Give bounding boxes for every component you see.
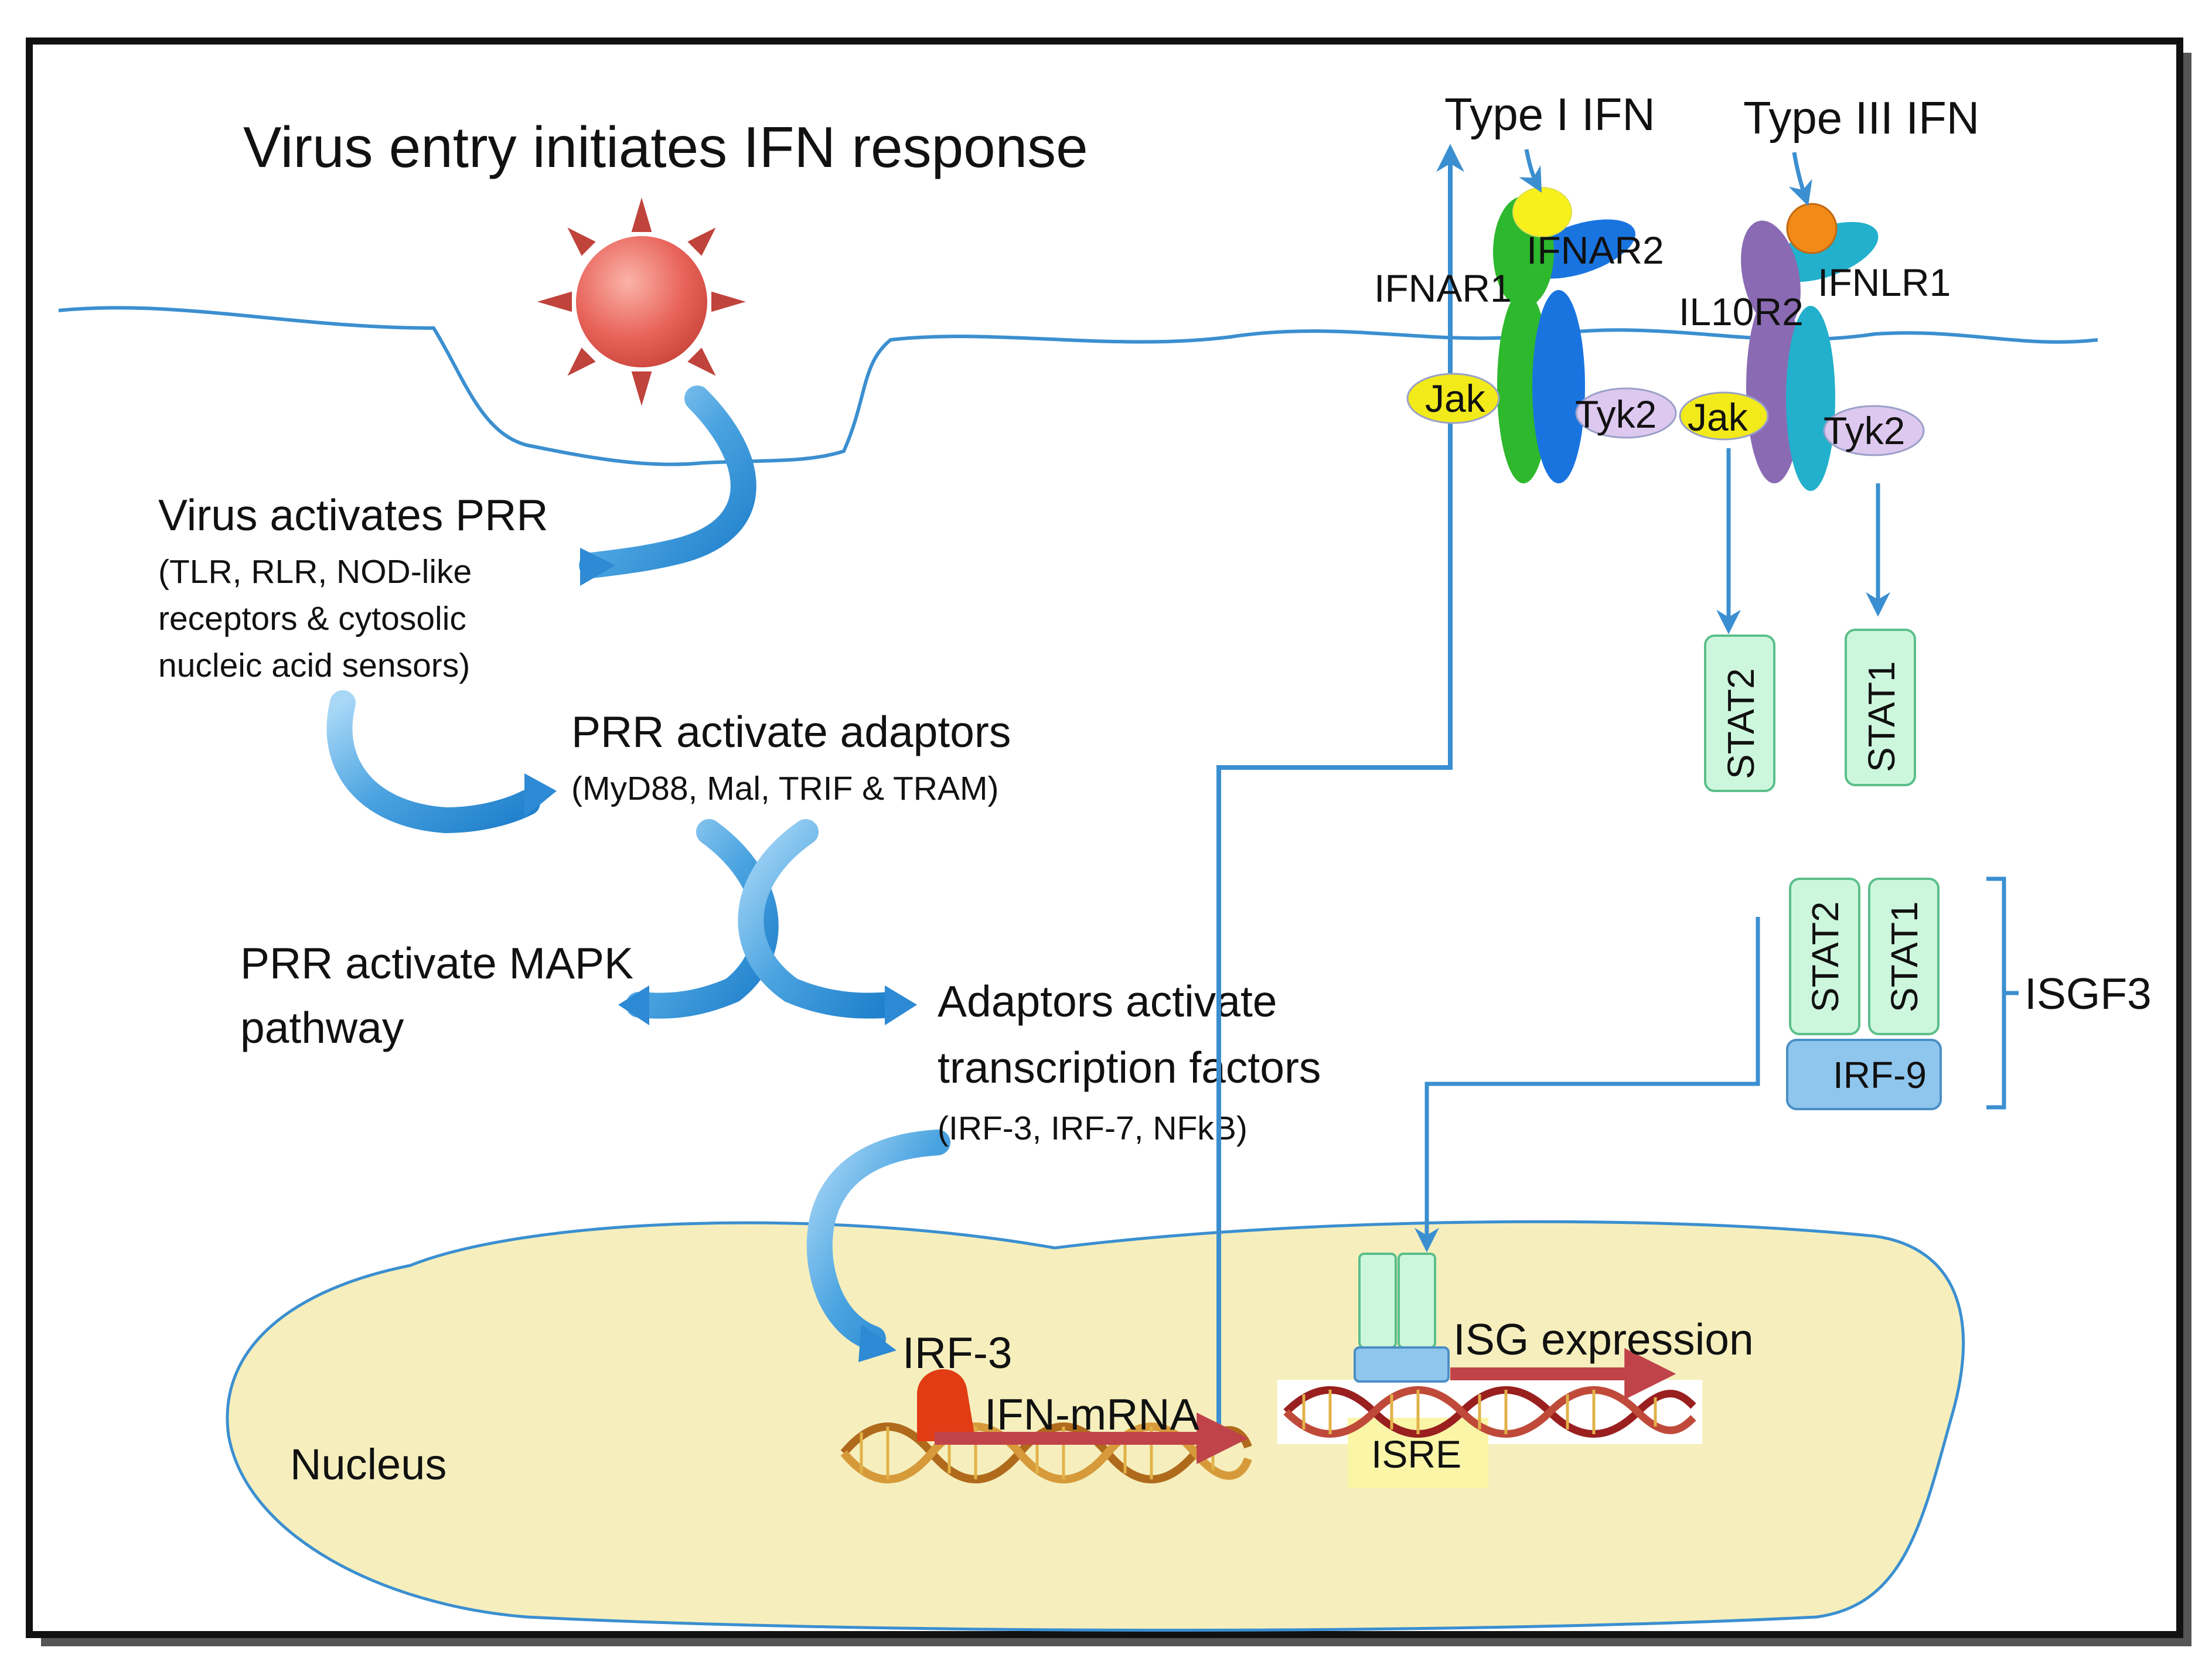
mapk-line2: pathway: [240, 1003, 404, 1052]
isgf3-stat2-box: [1789, 878, 1860, 1035]
type3-ifn-label: Type III IFN: [1743, 92, 1979, 144]
step2-title: PRR activate adaptors: [571, 707, 1011, 756]
stat2-free-box: [1704, 634, 1775, 792]
adaptors-line1: Adaptors activate: [938, 977, 1277, 1026]
step1-title: Virus activates PRR: [158, 490, 548, 540]
diagram-title: Virus entry initiates IFN response: [243, 115, 1088, 179]
ifnlr1-body: [1786, 306, 1835, 491]
isgf3-to-isre-arrow: [1415, 917, 1760, 1253]
flow-arrow-adaptors-to-tf: [738, 819, 917, 1025]
flow-arrow-tf-to-nucleus: [806, 1130, 950, 1362]
adaptors-note: (IRF-3, IRF-7, NFkB): [938, 1110, 1248, 1147]
step1-note-line1: (TLR, RLR, NOD-like: [158, 553, 472, 591]
type1-ligand-arrow: [1519, 149, 1542, 193]
il10r2-label: IL10R2: [1679, 290, 1804, 333]
ifnar2-body: [1532, 290, 1585, 483]
flow-arrow-adaptors-to-mapk: [618, 819, 779, 1025]
type3-ifn-ligand: [1786, 203, 1838, 254]
ifnar2-label: IFNAR2: [1526, 228, 1664, 272]
flow-arrow-virus-to-prr: [579, 386, 756, 586]
isgf3-irf9-label: IRF-9: [1833, 1054, 1927, 1096]
dna-helix-isg: [1283, 1386, 1696, 1438]
ifnlr1-label: IFNLR1: [1818, 261, 1951, 304]
tyk2-left-label: Tyk2: [1575, 393, 1657, 436]
cell-membrane: [58, 306, 2098, 466]
bound-irf9: [1354, 1346, 1450, 1383]
isgf3-stat2-label: STAT2: [1804, 901, 1846, 1012]
type1-ifn-label: Type I IFN: [1444, 88, 1655, 140]
virus-body: [572, 233, 711, 371]
step1-note-line3: nucleic acid sensors): [158, 647, 470, 684]
tyk2-right-label: Tyk2: [1824, 409, 1905, 452]
isre-label: ISRE: [1371, 1432, 1461, 1476]
bound-stat2: [1358, 1253, 1397, 1349]
stat1-free-label: STAT1: [1860, 661, 1903, 772]
isgf3-bracket: [1986, 876, 2019, 1110]
virus-particle: [529, 189, 755, 415]
jak-right-label: Jak: [1688, 395, 1749, 439]
isgf3-irf9-box: [1786, 1039, 1942, 1110]
ifnar1-label: IFNAR1: [1374, 267, 1512, 310]
ifn-secretion-path: [1216, 144, 1464, 1430]
flow-arrow-prr-to-adaptors: [326, 690, 557, 834]
jak-right: [1679, 391, 1769, 441]
type3-ligand-arrow: [1788, 152, 1812, 206]
ifn-mrna-label: IFN-mRNA: [984, 1390, 1199, 1439]
type1-receptor-complex: [1406, 187, 1677, 483]
stat1-free-box: [1845, 629, 1916, 786]
isgf3-bound: [1354, 1253, 1450, 1383]
tyk2-right: [1823, 405, 1925, 456]
mapk-line1: PRR activate MAPK: [240, 939, 633, 988]
irf3-nucleus-label: IRF-3: [902, 1328, 1013, 1377]
jak-left-label: Jak: [1425, 377, 1486, 420]
nucleus: [226, 1220, 1965, 1632]
nucleus-label: Nucleus: [290, 1440, 447, 1489]
adaptors-line2: transcription factors: [938, 1043, 1321, 1092]
stat2-free-label: STAT2: [1720, 668, 1762, 779]
step2-note: (MyD88, Mal, TRIF & TRAM): [571, 770, 998, 807]
isgf3-stat1-box: [1868, 878, 1940, 1035]
isg-expression-label: ISG expression: [1453, 1315, 1754, 1364]
type1-ifn-ligand: [1512, 187, 1572, 237]
tyk2-left: [1575, 387, 1677, 439]
type3-receptor-complex: [1679, 203, 1925, 491]
bound-stat1: [1398, 1253, 1436, 1349]
ifnlr1-top: [1772, 221, 1879, 282]
isgf3-stat1-label: STAT1: [1883, 901, 1925, 1012]
irf3-blob: [917, 1369, 976, 1441]
jak-left: [1406, 373, 1500, 424]
isgf3-label: ISGF3: [2024, 969, 2152, 1018]
step1-note-line2: receptors & cytosolic: [158, 600, 466, 637]
isgf3-complex: [1786, 878, 1942, 1110]
